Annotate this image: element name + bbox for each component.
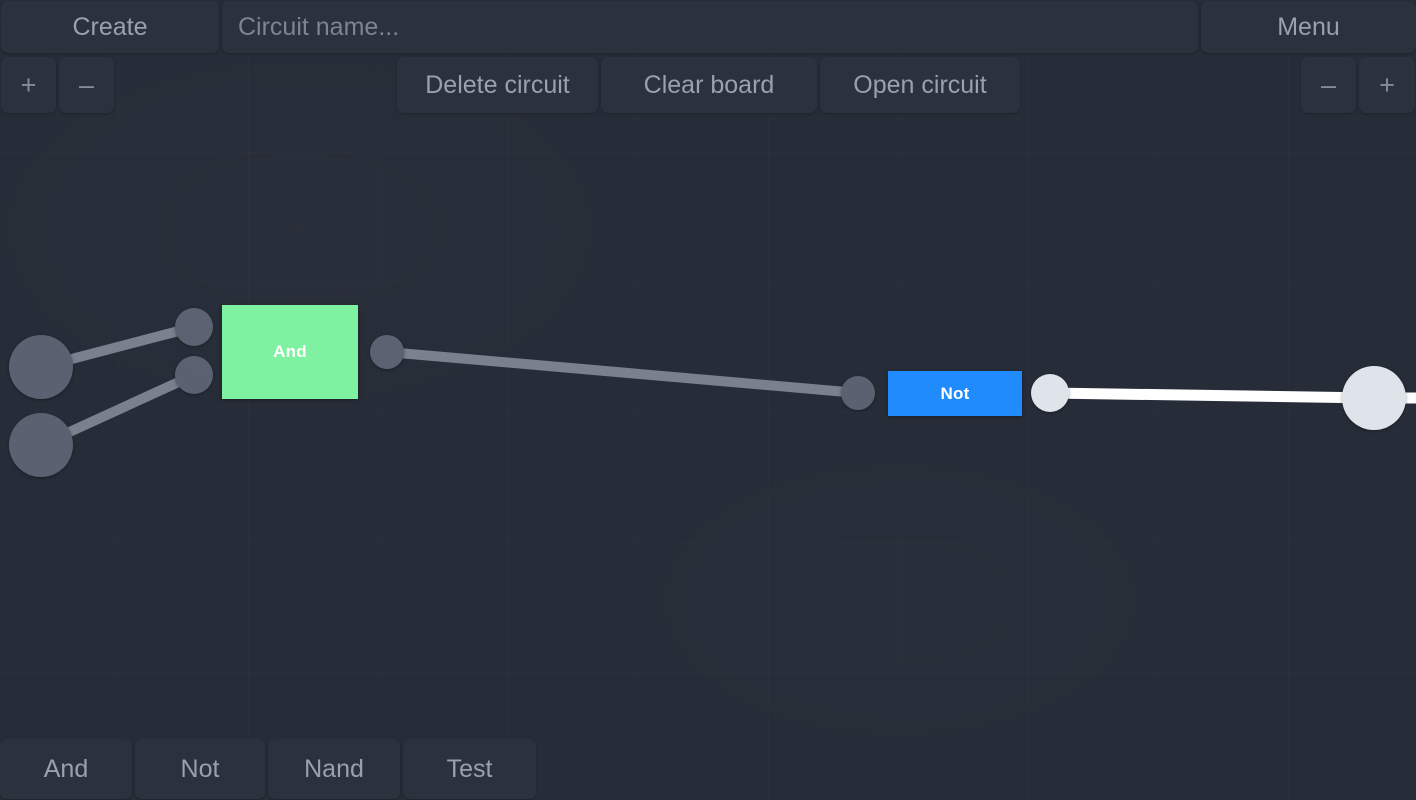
wire-and-to-not[interactable] [386,347,859,398]
input-node-a[interactable] [9,335,73,399]
gate-palette-toolbar: And Not Nand Test [0,738,1416,800]
top-toolbar: Create Menu [0,0,1416,54]
plus-icon: + [20,69,37,100]
minus-icon: – [78,69,95,100]
secondary-toolbar: + – Delete circuit Clear board Open circ… [0,56,1416,114]
not-output-pin[interactable] [1031,374,1069,412]
palette-gate-not[interactable]: Not [135,739,265,799]
delete-circuit-button[interactable]: Delete circuit [397,57,598,113]
minus-icon: – [1320,69,1337,100]
palette-gate-test[interactable]: Test [403,739,536,799]
zoom-out-right-button[interactable]: – [1301,57,1356,113]
and-input-pin-2[interactable] [175,356,213,394]
zoom-in-left-button[interactable]: + [1,57,56,113]
gate-and-label: And [273,342,307,361]
gate-not[interactable]: Not [888,371,1022,416]
open-circuit-button[interactable]: Open circuit [820,57,1020,113]
and-input-pin-1[interactable] [175,308,213,346]
circuit-name-input[interactable] [222,1,1198,53]
not-input-pin[interactable] [841,376,875,410]
wire-not-to-output[interactable] [1049,387,1375,404]
gate-and[interactable]: And [222,305,358,399]
gate-not-label: Not [940,383,970,403]
palette-gate-and[interactable]: And [0,739,132,799]
and-output-pin[interactable] [370,335,404,369]
menu-button[interactable]: Menu [1201,1,1416,53]
input-node-b[interactable] [9,413,73,477]
palette-gate-nand[interactable]: Nand [268,739,400,799]
create-button[interactable]: Create [1,1,219,53]
output-node[interactable] [1342,366,1406,430]
zoom-out-left-button[interactable]: – [59,57,114,113]
plus-icon: + [1379,69,1395,100]
zoom-in-right-button[interactable]: + [1359,57,1415,113]
clear-board-button[interactable]: Clear board [601,57,817,113]
